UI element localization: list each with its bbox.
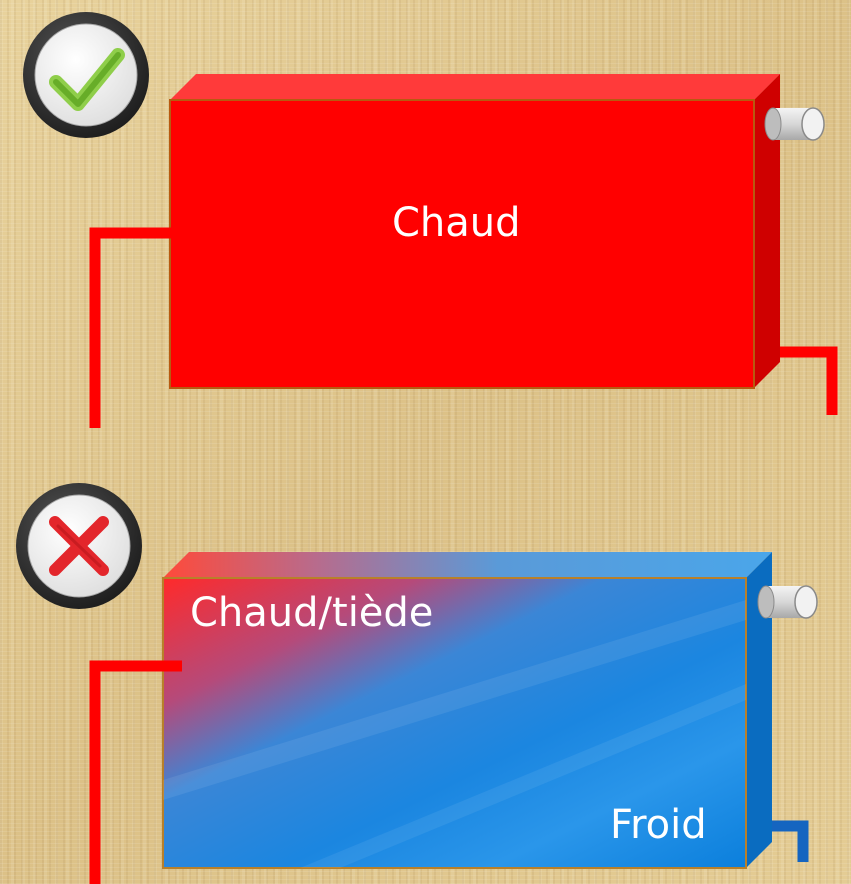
warm-label: Chaud/tiède xyxy=(190,590,434,636)
bottom-radiator-front xyxy=(162,577,747,869)
bottom-return-pipe xyxy=(772,820,809,862)
top-return-pipe xyxy=(778,346,838,415)
top-radiator-side-face xyxy=(754,74,780,388)
cold-label: Froid xyxy=(610,802,707,848)
top-supply-pipe xyxy=(89,227,172,428)
bottom-supply-pipe xyxy=(89,660,182,884)
top-radiator-front xyxy=(169,99,755,389)
top-radiator-top-face xyxy=(170,74,780,100)
sheen-streak xyxy=(163,600,746,800)
bottom-radiator xyxy=(89,552,818,884)
bottom-radiator-side-face xyxy=(746,552,772,868)
top-radiator xyxy=(89,74,838,428)
sheen-streak xyxy=(300,684,746,868)
top-valve-icon xyxy=(764,107,825,141)
check-icon xyxy=(23,12,149,138)
bottom-radiator-top-face xyxy=(163,552,772,578)
cross-icon xyxy=(16,483,142,609)
bottom-valve-icon xyxy=(757,585,818,619)
hot-label: Chaud xyxy=(392,200,521,246)
